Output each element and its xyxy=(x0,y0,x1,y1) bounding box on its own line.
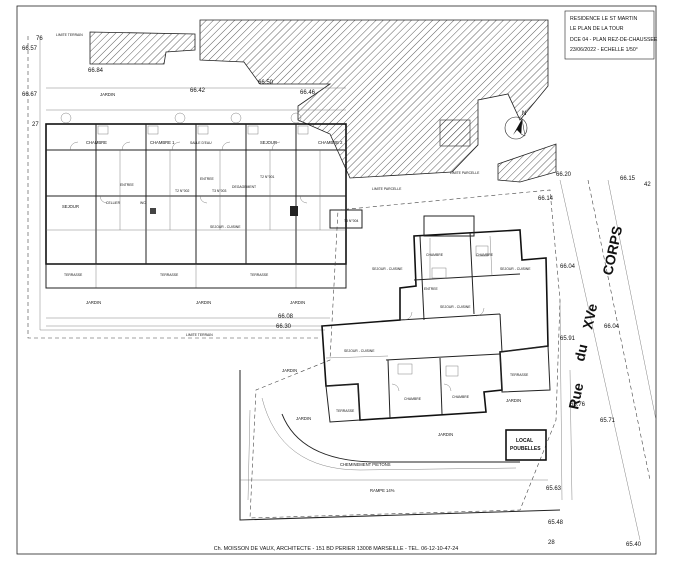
hatched-neighbour-right xyxy=(497,143,557,183)
sheet-border xyxy=(16,5,657,555)
elevation-label: 66.15 xyxy=(620,176,636,182)
room-label: CHAMBRE xyxy=(404,397,422,401)
room-label: TERRASSE xyxy=(336,409,355,413)
room-label: TERRASSE xyxy=(510,373,529,377)
hatched-stair-block xyxy=(439,119,471,147)
elevation-label: 66.30 xyxy=(276,324,292,330)
room-label: SEJOUR - CUISINE xyxy=(500,267,531,271)
room-label: ENTREE xyxy=(120,183,134,187)
room-label: JARDIN xyxy=(282,368,297,373)
room-label: CHAMBRE 2 xyxy=(318,140,343,145)
room-label: CHEMINEMENT PIETONS xyxy=(340,462,391,467)
neighbour-buildings xyxy=(89,19,557,183)
right-building-labels: SEJOUR - CUISINE SEJOUR - CUISINE SEJOUR… xyxy=(282,219,541,493)
street-word-4: CORPS xyxy=(599,225,625,277)
right-building xyxy=(239,179,657,541)
room-label: LOCAL xyxy=(516,438,533,444)
room-label: ENTREE xyxy=(424,287,438,291)
unit-label: T2 N°002 xyxy=(175,189,189,193)
hatched-neighbour-center xyxy=(199,19,549,179)
elevation-label: 66.14 xyxy=(538,196,554,202)
room-label: POUBELLES xyxy=(510,446,541,452)
elevation-label: 66.04 xyxy=(560,264,576,270)
room-label: TERRASSE xyxy=(64,273,83,277)
room-label: TERRASSE xyxy=(160,273,179,277)
elevation-label: 65.91 xyxy=(560,336,576,342)
elevation-label: 66.84 xyxy=(88,68,104,74)
title-location: LE PLAN DE LA TOUR xyxy=(570,26,624,32)
room-label: SEJOUR xyxy=(62,204,79,209)
mark-label: 42 xyxy=(644,182,651,188)
elevation-label: 65.40 xyxy=(626,542,642,548)
elevation-label: 65.48 xyxy=(548,520,564,526)
room-label: CHAMBRE xyxy=(452,395,470,399)
elevation-label: 66.42 xyxy=(190,88,206,94)
room-label: SALLE D'EAU xyxy=(190,141,212,145)
unit-label: T3 N°003 xyxy=(212,189,226,193)
room-label: SEJOUR - CUISINE xyxy=(210,225,241,229)
hatched-neighbour-left xyxy=(89,31,196,65)
mark-label: 76 xyxy=(36,36,43,42)
elevation-label: 66.46 xyxy=(300,90,316,96)
elevation-label: 66.20 xyxy=(556,172,572,178)
spot-elevations: 66.84 66.42 66.50 66.46 66.14 66.04 66.1… xyxy=(22,36,651,548)
unit-label: T3 N°004 xyxy=(344,219,358,223)
room-label: CELLIER xyxy=(106,201,121,205)
street-word-2: du xyxy=(571,343,590,363)
room-label: LIMITE TERRAIN xyxy=(186,333,213,337)
room-label: CHAMBRE xyxy=(86,140,107,145)
room-label: JARDIN xyxy=(290,300,305,305)
mark-label: 27 xyxy=(32,122,39,128)
elevation-label: 66.57 xyxy=(22,46,38,52)
north-arrow: N xyxy=(504,111,528,140)
elevation-label: 66.08 xyxy=(278,314,294,320)
room-label: CHAMBRE xyxy=(426,253,444,257)
left-building-labels: CHAMBRE CHAMBRE 1 SALLE D'EAU SEJOUR CHA… xyxy=(56,33,480,337)
mark-label: 28 xyxy=(548,540,555,546)
title-project: RESIDENCE LE ST MARTIN xyxy=(570,16,638,22)
street-word-1: Rue xyxy=(565,381,586,410)
room-label: CHAMBRE 1 xyxy=(150,140,175,145)
room-label: ENTREE xyxy=(200,177,214,181)
architect-footer: Ch. MOISSON DE VAUX, ARCHITECTE - 151 BD… xyxy=(214,546,459,552)
room-label: CHAMBRE xyxy=(476,253,494,257)
title-block: RESIDENCE LE ST MARTIN LE PLAN DE LA TOU… xyxy=(564,10,658,60)
room-label: SEJOUR - CUISINE xyxy=(344,349,375,353)
elevation-label: 66.67 xyxy=(22,92,38,98)
room-label: DEGAGEMENT xyxy=(232,185,256,189)
elevation-label: 65.76 xyxy=(570,402,586,408)
room-label: LIMITE PARCELLE xyxy=(372,187,402,191)
elevation-label: 66.50 xyxy=(258,80,274,86)
room-label: LIMITE PARCELLE xyxy=(450,171,480,175)
left-building xyxy=(27,36,347,339)
room-label: JARDIN xyxy=(86,300,101,305)
room-label: JARDIN xyxy=(196,300,211,305)
elevation-label: 66.04 xyxy=(604,324,620,330)
room-label: JARDIN xyxy=(100,92,115,97)
room-label: SEJOUR - CUISINE xyxy=(372,267,403,271)
room-label: RAMPE 14% xyxy=(370,488,395,493)
room-label: JARDIN xyxy=(438,432,453,437)
room-label: JARDIN xyxy=(296,416,311,421)
room-label: LIMITE TERRAIN xyxy=(56,33,83,37)
unit-label: T2 N°001 xyxy=(260,175,274,179)
room-label: WC xyxy=(140,201,146,205)
room-label: JARDIN xyxy=(506,398,521,403)
title-date-scale: 23/06/2022 - ECHELLE 1/50° xyxy=(570,47,638,53)
elevation-label: 65.63 xyxy=(546,486,562,492)
room-label: TERRASSE xyxy=(250,273,269,277)
elevation-label: 65.71 xyxy=(600,418,616,424)
north-arrow-label: N xyxy=(522,111,526,117)
title-sheet: DCE 04 - PLAN REZ-DE-CHAUSSEE xyxy=(570,37,658,43)
room-label: SEJOUR - CUISINE xyxy=(440,305,471,309)
street-word-3: XVe xyxy=(579,302,600,331)
room-label: SEJOUR xyxy=(260,140,277,145)
